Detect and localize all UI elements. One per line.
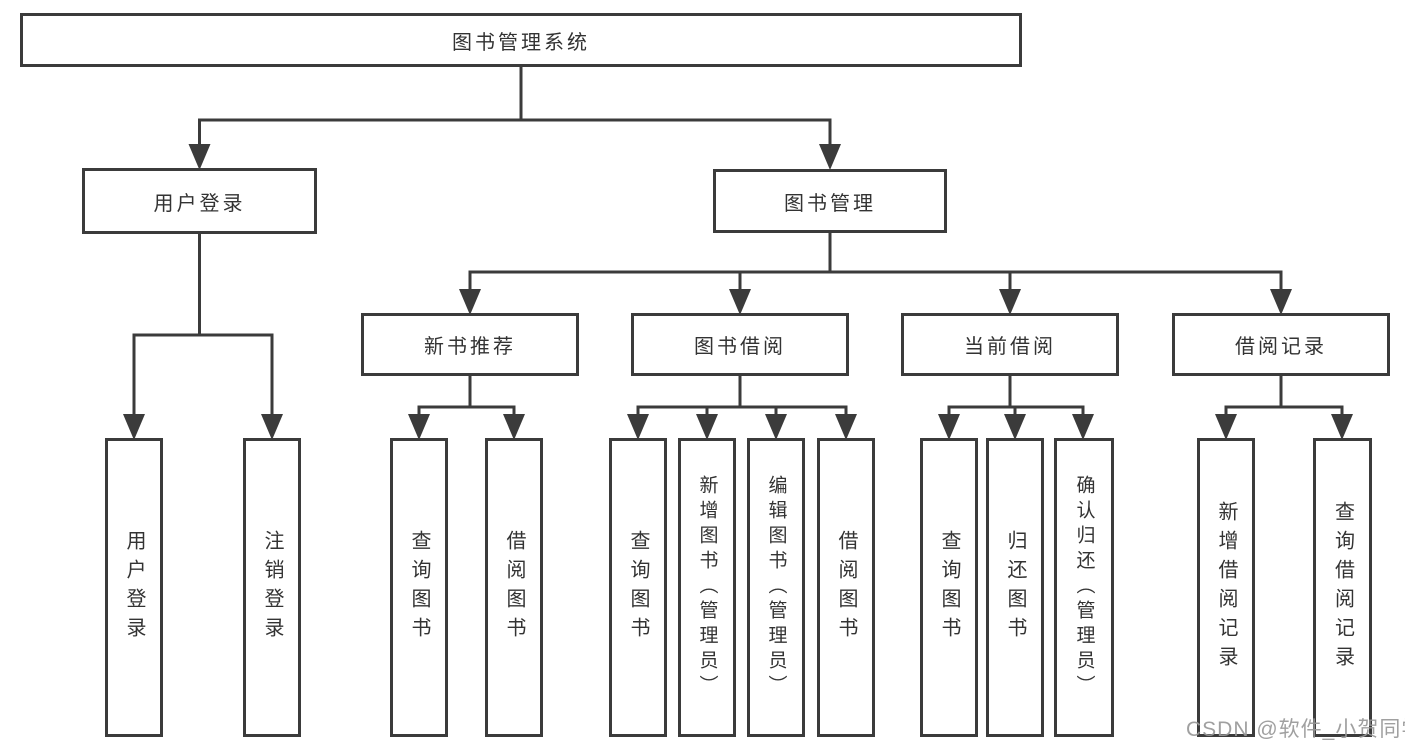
- leaf-user-login: 用户登录: [105, 438, 163, 737]
- arrowhead: [188, 144, 211, 170]
- tree-edges: [132, 67, 1344, 417]
- arrowhead: [835, 414, 857, 440]
- arrowhead: [819, 144, 841, 170]
- arrowhead: [1004, 414, 1026, 440]
- node-borrowing-records: 借阅记录: [1172, 313, 1390, 376]
- leaf-current-query-books: 查询图书: [920, 438, 978, 737]
- node-book-borrowing: 图书借阅: [631, 313, 849, 376]
- leaf-records-query-borrow-record: 查询借阅记录: [1313, 438, 1372, 737]
- arrowhead: [627, 414, 649, 440]
- leaf-current-return-books: 归还图书: [986, 438, 1044, 737]
- arrowhead: [1270, 289, 1292, 315]
- leaf-borrowing-borrow-books: 借阅图书: [817, 438, 875, 737]
- arrowhead: [1331, 414, 1353, 440]
- arrowhead: [459, 289, 481, 315]
- arrowhead: [938, 414, 960, 440]
- arrowheads: [123, 144, 1353, 440]
- arrowhead: [123, 414, 145, 440]
- leaf-current-confirm-return-admin: 确认归还（管理员）: [1054, 438, 1114, 737]
- arrowhead: [1215, 414, 1237, 440]
- node-current-borrowing: 当前借阅: [901, 313, 1119, 376]
- leaf-borrowing-edit-books-admin: 编辑图书（管理员）: [747, 438, 805, 737]
- arrowhead: [1072, 414, 1094, 440]
- leaf-borrowing-add-books-admin: 新增图书（管理员）: [678, 438, 736, 737]
- node-new-book-recommendation: 新书推荐: [361, 313, 579, 376]
- leaf-records-add-borrow-record: 新增借阅记录: [1197, 438, 1255, 737]
- arrowhead: [408, 414, 430, 440]
- leaf-logout: 注销登录: [243, 438, 301, 737]
- arrowhead: [261, 414, 283, 440]
- arrowhead: [729, 289, 751, 315]
- arrowhead: [999, 289, 1021, 315]
- leaf-borrowing-query-books: 查询图书: [609, 438, 667, 737]
- node-book-management: 图书管理: [713, 169, 947, 233]
- node-user-login: 用户登录: [82, 168, 317, 234]
- leaf-newbooks-query-books: 查询图书: [390, 438, 448, 737]
- node-library-management-system: 图书管理系统: [20, 13, 1022, 67]
- arrowhead: [696, 414, 718, 440]
- arrowhead: [503, 414, 525, 440]
- arrowhead: [765, 414, 787, 440]
- leaf-newbooks-borrow-books: 借阅图书: [485, 438, 543, 737]
- csdn-watermark: CSDN @软件_小贺同学: [1186, 718, 1405, 741]
